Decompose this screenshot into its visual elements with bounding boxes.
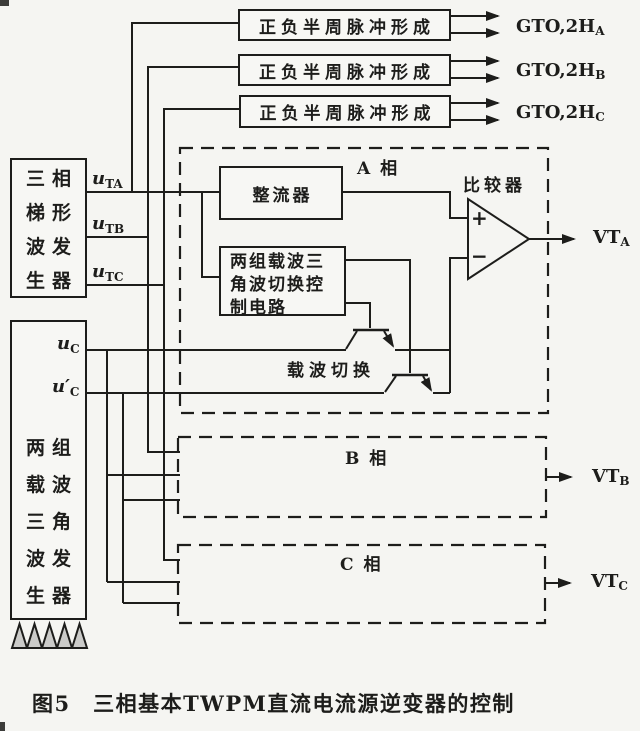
trapezoid-generator-row: 三相 [25,168,78,190]
comparator-plus-sign: + [471,206,488,230]
carrier-generator-rows: 两组 载波 三角 波发 生器 [12,430,85,615]
carrier-switch-control-box: 两组载波三 角波切换控 制电路 [219,246,346,318]
gto-output-label-a: GTO,2HA [516,16,605,38]
signal-label-uta: uTA [92,168,123,191]
carrier-switch-transistor-1 [345,328,395,350]
pulse-block-c: 正负半周脉冲形成 [239,95,451,128]
trapezoid-generator-box: 三相 梯形 波发 生器 [10,158,87,298]
wire-uc-prime-down [122,393,180,604]
signal-label-utb: uTB [92,213,125,236]
wire-control-out-1 [346,259,411,373]
wire-switch-to-minus [449,257,468,393]
vt-a-label: VTA [593,227,630,249]
carrier-generator-row: 载波 [25,474,78,496]
pulse-block-a: 正负半周脉冲形成 [238,9,451,41]
signal-label-utc: uTC [92,261,124,284]
rectifier-label: 整流器 [252,185,313,206]
rectifier-box: 整流器 [219,166,343,220]
signal-label-uc: uC [57,333,80,356]
trapezoid-generator-row: 梯形 [25,202,78,224]
phase-b-label: B 相 [345,449,389,469]
wire-pulse-c-input-and-utc-down [163,108,239,561]
phase-a-label: A 相 [357,159,400,179]
wire-uc-down [106,350,180,583]
wire-uta-branch-to-control [201,192,219,278]
trapezoid-generator-row: 生器 [25,270,78,292]
carrier-switch-control-line: 制电路 [230,298,287,318]
vt-b-label: VTB [592,466,630,488]
comparator-symbol [467,197,531,281]
comparator-label: 比较器 [463,176,526,196]
wire-rectifier-to-plus [343,191,468,219]
phase-c-label: C 相 [340,555,383,575]
carrier-generator-row: 两组 [25,437,78,459]
phase-b-box [176,435,548,519]
gto-output-label-c: GTO,2HC [516,102,605,124]
pulse-block-b: 正负半周脉冲形成 [238,54,451,86]
carrier-generator-row: 三角 [25,511,78,533]
carrier-generator-row: 生器 [25,585,78,607]
trapezoid-generator-row: 波发 [25,236,78,258]
carrier-switch-label: 载波切换 [287,361,375,381]
signal-label-uc-prime: u′C [52,376,80,399]
carrier-switch-control-line: 角波切换控 [230,275,325,295]
vt-c-label: VTC [591,571,628,593]
carrier-switch-transistor-2 [384,373,432,393]
figure-caption: 图5 三相基本TWPM直流电流源逆变器的控制 [32,691,515,716]
hatch-icon [10,620,89,649]
gto-output-label-b: GTO,2HB [516,60,606,82]
scan-artifact-top-left [0,0,9,6]
pulse-block-c-label: 正负半周脉冲形成 [259,104,436,124]
carrier-generator-box: 两组 载波 三角 波发 生器 [10,320,87,620]
scan-artifact-bottom-left [0,722,5,731]
phase-c-box [176,543,547,625]
comparator-minus-sign: − [471,244,488,268]
wire-control-out-2 [346,302,371,328]
pulse-block-a-label: 正负半周脉冲形成 [259,17,435,38]
pulse-block-b-label: 正负半周脉冲形成 [259,62,435,83]
carrier-generator-row: 波发 [25,548,78,570]
wire-pulse-a-input [131,22,238,192]
carrier-switch-control-line: 两组载波三 [230,252,325,272]
